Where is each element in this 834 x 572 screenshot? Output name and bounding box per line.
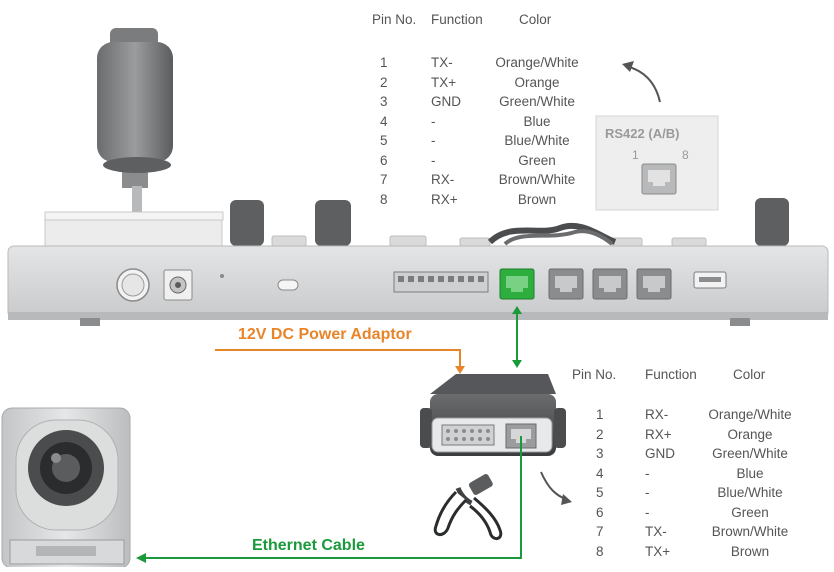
pin-color: Orange/White [495,55,579,70]
pin-number: 5 [596,485,604,500]
pin-number: 8 [596,543,604,559]
rs422-pin-first: 1 [632,148,639,162]
ethernet-cable-label: Ethernet Cable [252,537,365,554]
rs422-pin-last: 8 [682,148,689,162]
terminal-block [393,271,489,293]
crimper-tool-icon [433,474,503,540]
pin-color: Blue [523,113,551,129]
ethernet-cable-line [136,436,522,563]
pin-color: Orange [727,426,773,442]
pin-function: TX+ [645,543,671,559]
pin-number: 5 [380,133,388,148]
pin-number: 6 [380,152,388,168]
pin-function: GND [645,446,675,461]
pin-function: - [645,504,650,520]
pin-function: RX+ [645,426,672,442]
pin-number: 1 [380,55,388,70]
rj45-port-icon [636,268,672,300]
pin-function: RX- [645,407,669,422]
rs422-callout [595,61,719,211]
power-line [215,349,465,374]
pin-color: Green [731,504,769,520]
pin-number: 2 [596,426,604,442]
ethernet-link-line [512,306,522,368]
rs422-port-icon [499,268,535,300]
slot-icon [277,279,299,291]
header-color: Color [733,367,766,382]
pin-function: TX+ [431,74,457,90]
pin-number: 2 [380,74,388,90]
pin-number: 8 [380,191,388,207]
pin-function: - [431,152,436,168]
pin-color: Orange [514,74,560,90]
ptz-camera [1,407,131,569]
pin-color: Brown [730,543,770,559]
pin-color: Brown/White [498,172,576,187]
pin-number: 6 [596,504,604,520]
header-pin: Pin No. [572,367,617,382]
pin-number: 4 [380,113,388,129]
power-adaptor-label: 12V DC Power Adaptor [238,326,412,343]
terminal-icon [441,424,495,446]
pin-function: RX+ [431,191,458,207]
pin-function: - [645,485,650,500]
knob [230,200,264,246]
pin-function: TX- [431,55,453,70]
pin-number: 7 [380,172,388,187]
pin-color: Orange/White [708,407,792,422]
pin-function: TX- [645,524,667,539]
knob [315,200,351,246]
ptz-controller [7,28,829,326]
pin-function: RX- [431,172,455,187]
rs422-label: RS422 (A/B) [605,126,680,141]
pin-color: Green [518,152,556,168]
pin-number: 4 [596,465,604,481]
pin-function: GND [431,94,461,109]
rj45-port-icon [548,268,584,300]
header-function: Function [645,367,697,382]
pin-number: 7 [596,524,604,539]
joystick [97,28,173,216]
pin-color: Brown/White [711,524,789,539]
pin-function: - [645,465,650,481]
pin-color: Blue/White [504,133,570,148]
header-color: Color [519,12,552,27]
pin-color: Blue/White [717,485,783,500]
pin-function: - [431,133,436,148]
pin-number: 3 [596,446,604,461]
rj45-port-icon [592,268,628,300]
pin-color: Green/White [499,94,575,109]
top-pin-table: Pin No. Function Color 1 TX- Orange/White 2… [0,0,834,230]
pin-function: - [431,113,436,129]
pin-number: 3 [380,94,388,109]
header-function: Function [431,12,483,27]
knob [755,198,789,246]
header-pin: Pin No. [372,12,417,27]
pin-color: Blue [736,465,764,481]
pin-color: Green/White [712,446,788,461]
pin-color: Brown [517,191,557,207]
pin-number: 1 [596,407,604,422]
